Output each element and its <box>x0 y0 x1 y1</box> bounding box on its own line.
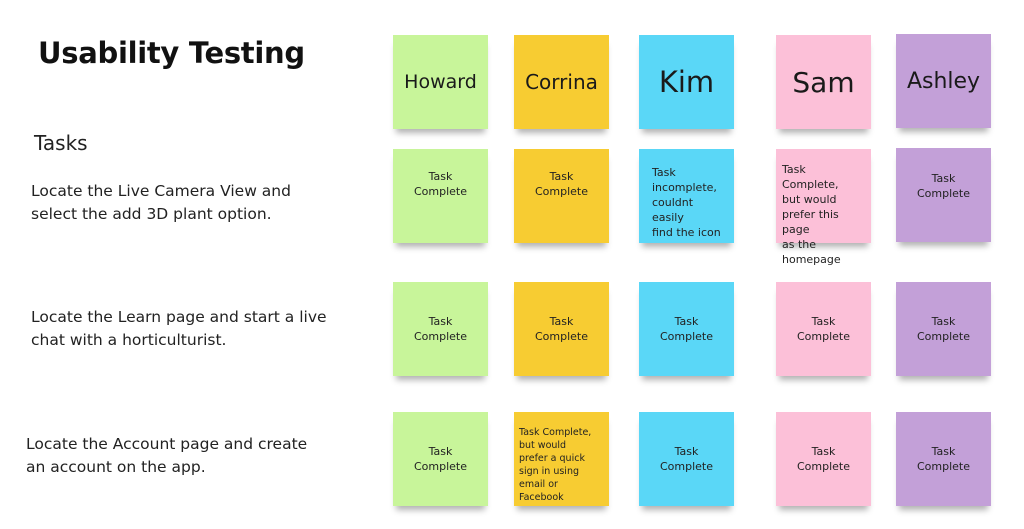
participant-note-ashley[interactable]: Ashley <box>896 34 991 128</box>
result-note[interactable]: Task Complete <box>639 282 734 376</box>
participant-note-kim[interactable]: Kim <box>639 35 734 129</box>
participant-note-sam[interactable]: Sam <box>776 35 871 129</box>
result-note[interactable]: Task Complete, but would prefer a quick … <box>514 412 609 506</box>
result-note[interactable]: Task Complete <box>393 412 488 506</box>
board-title: Usability Testing <box>38 36 305 70</box>
result-note[interactable]: Task Complete <box>776 412 871 506</box>
result-note[interactable]: Task Complete, but would prefer this pag… <box>776 149 871 266</box>
participant-note-corrina[interactable]: Corrina <box>514 35 609 129</box>
result-note[interactable]: Task Complete <box>393 149 488 243</box>
participant-note-howard[interactable]: Howard <box>393 35 488 129</box>
result-note[interactable]: Task Complete <box>393 282 488 376</box>
result-note[interactable]: Task incomplete, couldnt easily find the… <box>639 149 734 243</box>
tasks-heading: Tasks <box>34 131 88 155</box>
result-note[interactable]: Task Complete <box>896 282 991 376</box>
result-note[interactable]: Task Complete <box>896 412 991 506</box>
result-note[interactable]: Task Complete <box>896 148 991 242</box>
task-description: Locate the Live Camera View and select t… <box>31 182 291 223</box>
result-note[interactable]: Task Complete <box>639 412 734 506</box>
result-note[interactable]: Task Complete <box>776 282 871 376</box>
result-note[interactable]: Task Complete <box>514 149 609 243</box>
result-note[interactable]: Task Complete <box>514 282 609 376</box>
task-description: Locate the Account page and create an ac… <box>26 435 308 476</box>
task-description: Locate the Learn page and start a live c… <box>31 308 327 349</box>
